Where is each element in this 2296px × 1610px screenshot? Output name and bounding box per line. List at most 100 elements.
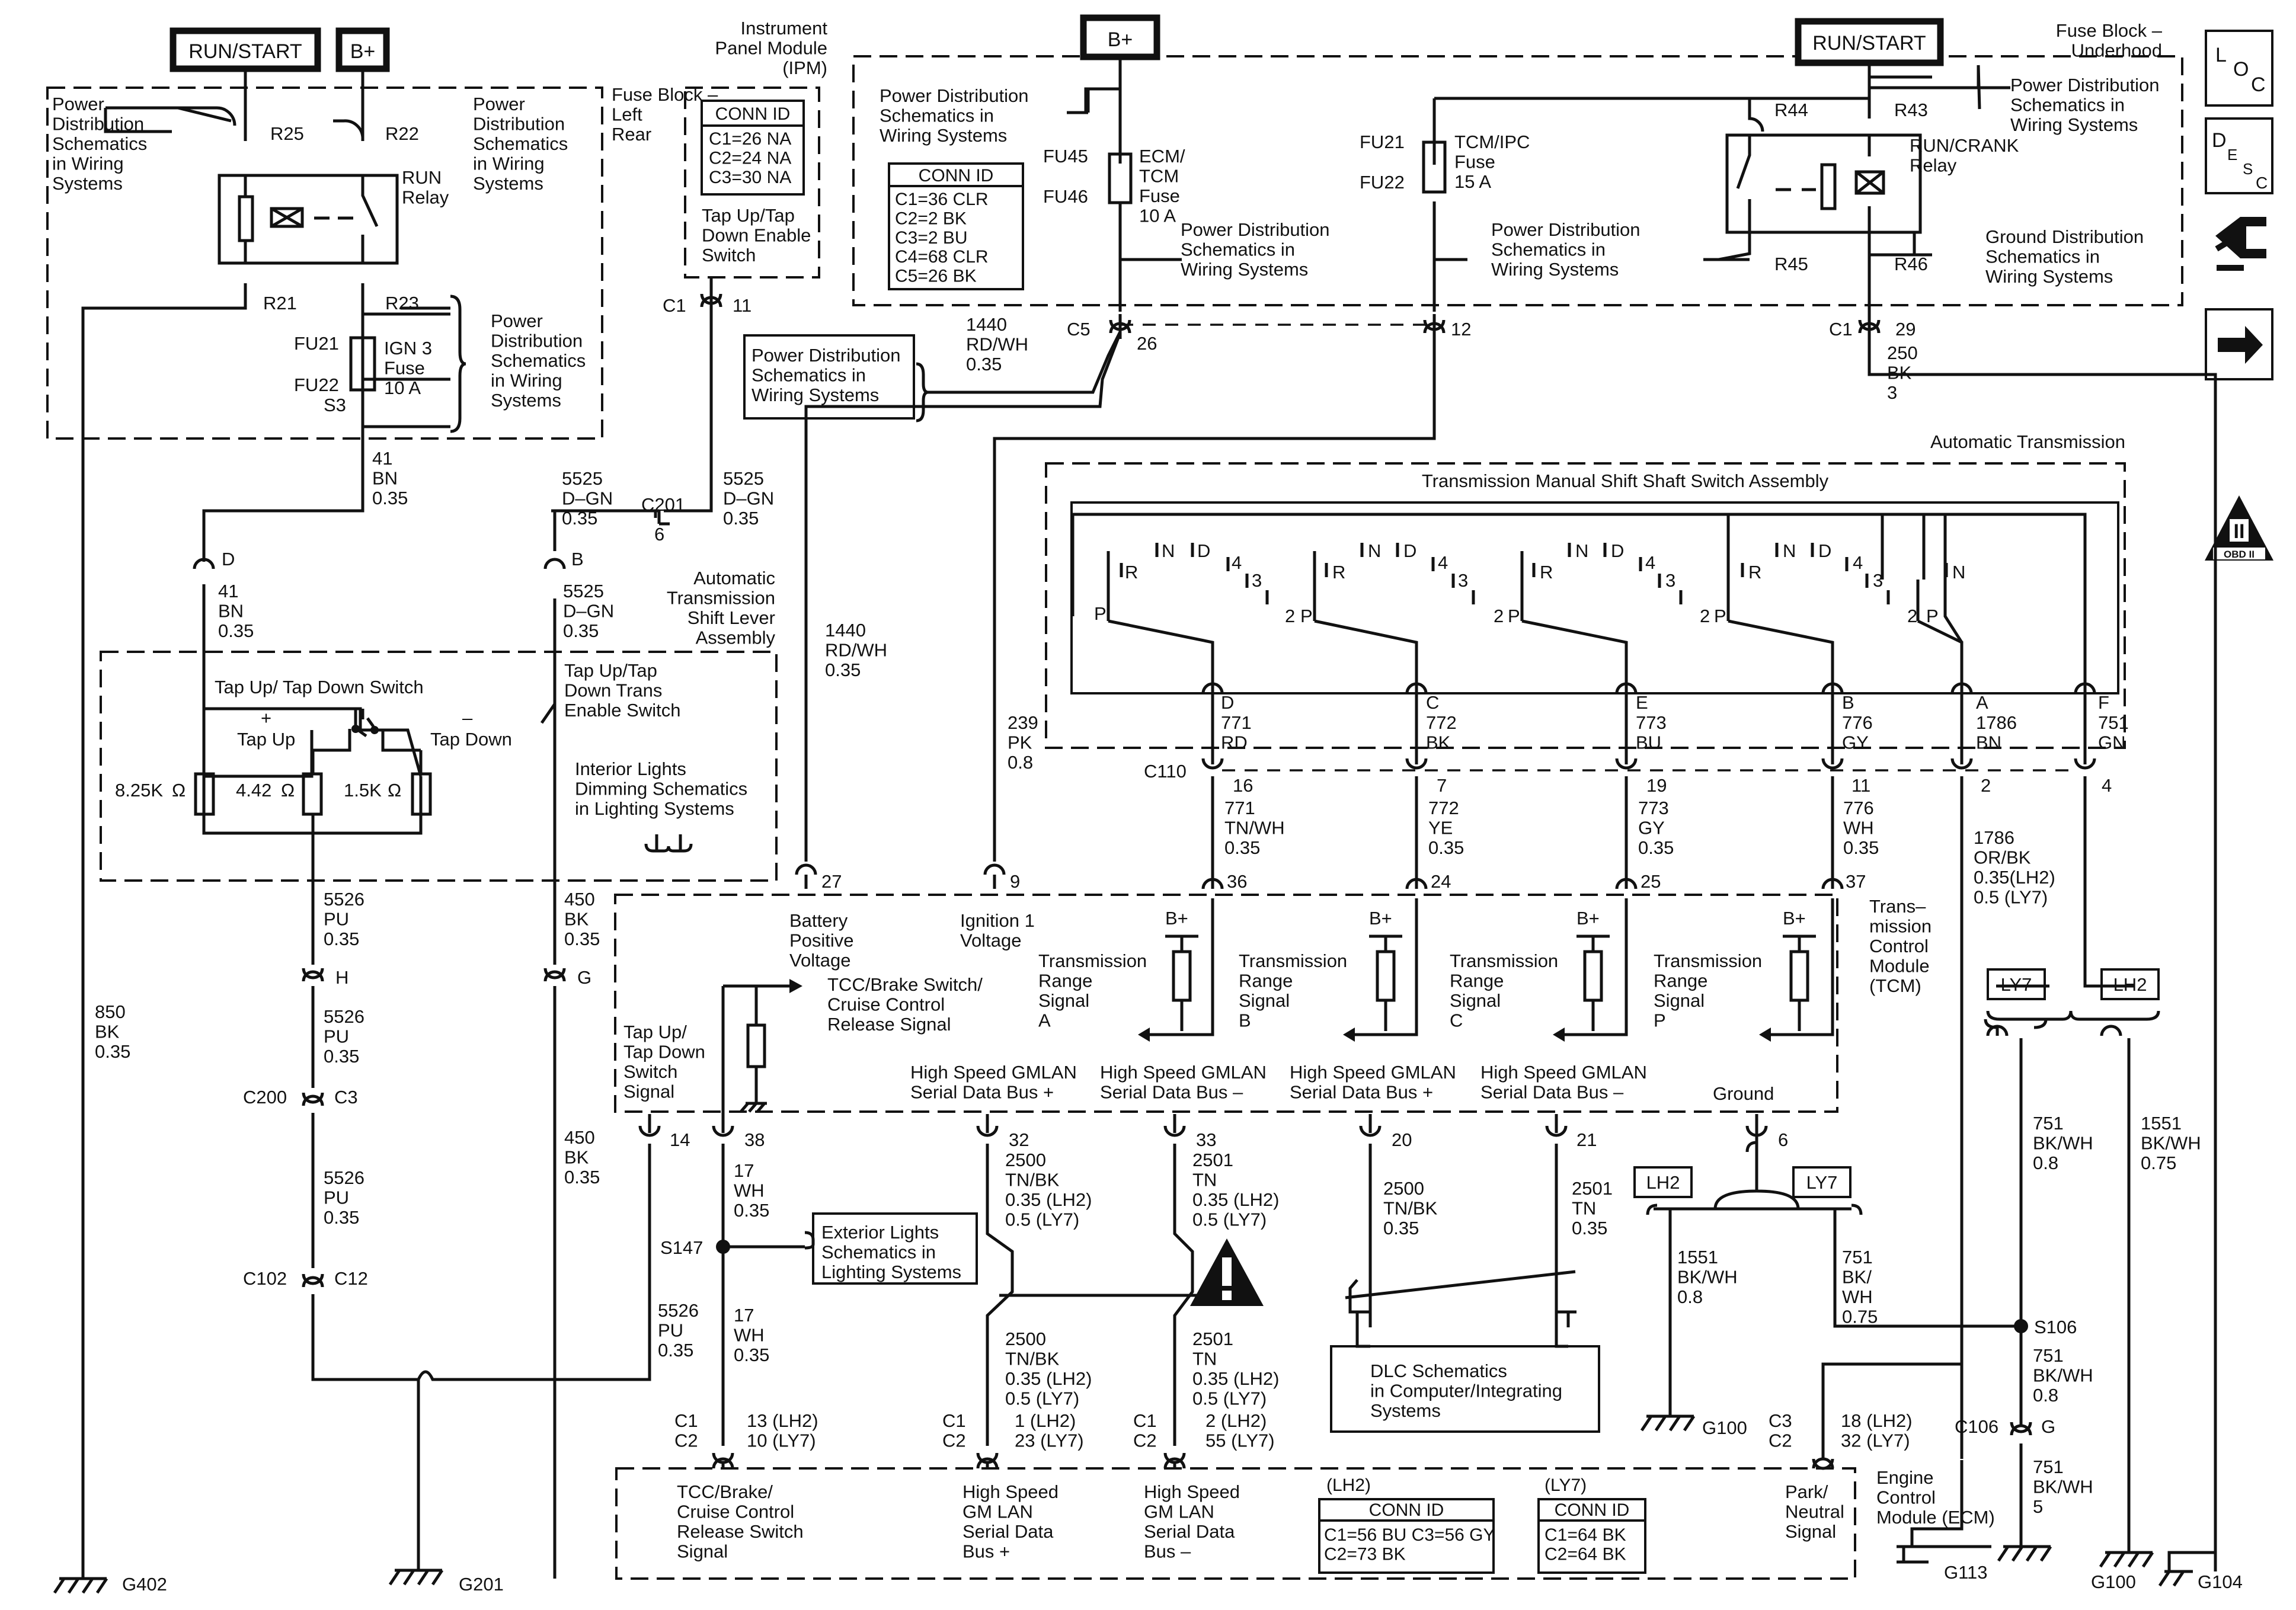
run-crank-coil (1820, 163, 1837, 210)
tap-switch-title: Tap Up/ Tap Down Switch (215, 677, 424, 697)
run-start-left-label: RUN/START (188, 40, 302, 63)
svg-text:D: D (2212, 129, 2227, 152)
ground-g100-b: G100 (2091, 1571, 2136, 1592)
c1-ipm-pin: 11 (733, 295, 752, 316)
automatic-transmission-outline (1045, 462, 2126, 749)
ground-g402: G402 (122, 1574, 167, 1595)
switch-assembly-title: Transmission Manual Shift Shaft Switch A… (1422, 470, 1829, 491)
ground-g100-a: G100 (1702, 1417, 1747, 1438)
ecm-conn-ly7-engine: (LY7) (1544, 1475, 1587, 1495)
switch-output-connectors (1201, 681, 2134, 1459)
switch-contact-f: F (2098, 692, 2109, 713)
engine-tag-lh2-b-box (1633, 1166, 1693, 1198)
fuse-conn-id-box (888, 162, 1024, 290)
svg-text:N: N (1783, 540, 1796, 561)
obd-ii-emissions-icon[interactable]: II OBD II (2205, 495, 2273, 561)
fuse-block-left-rear-outline (46, 87, 603, 440)
ecm-pins-3: 2 (LH2)55 (LY7) (1205, 1410, 1275, 1451)
conn-h-label: H (335, 967, 348, 988)
enable-switch-contact (540, 703, 557, 724)
c110-pin-4: 4 (2102, 775, 2112, 796)
conn-d-label: D (222, 549, 235, 569)
fuse-left-r21: R21 (263, 293, 297, 313)
svg-text:D: D (1197, 540, 1210, 561)
tap-switch-r1: 8.25K (115, 780, 163, 801)
svg-text:E: E (2227, 146, 2237, 164)
fuse-uh-fu22: FU22 (1360, 172, 1405, 193)
pin-12-label: 12 (1451, 319, 1471, 340)
run-crank-mark (1854, 170, 1885, 195)
switch-contact-b: B (1842, 692, 1854, 713)
svg-text:2: 2 (1285, 606, 1295, 626)
c110-pin-19: 19 (1646, 775, 1667, 796)
tap-switch-tap-up: Tap Up (237, 729, 295, 750)
svg-text:D: D (1403, 540, 1416, 561)
c201-label: C201 (641, 494, 685, 515)
engine-tag-lh2-b: LH2 (1646, 1172, 1680, 1193)
s147-label: S147 (660, 1237, 703, 1258)
exterior-lights-ref-box (812, 1212, 978, 1285)
tcm-ground-label: Ground (1713, 1083, 1774, 1104)
svg-text:S: S (2243, 160, 2253, 178)
c201-pin: 6 (654, 524, 664, 545)
fuse-uh-r43: R43 (1894, 100, 1928, 120)
tcm-pin-14: 14 (670, 1129, 690, 1150)
location-view-icon[interactable]: LOC (2205, 30, 2273, 107)
engine-tag-ly7-a-box (1987, 968, 2046, 1000)
c200-label: C200 (243, 1087, 287, 1108)
tcm-pin-6: 6 (1778, 1129, 1788, 1150)
pin-12-connector (1423, 319, 1446, 334)
conn-d-symbol (193, 558, 215, 569)
tap-switch-internals (194, 699, 432, 833)
svg-text:R: R (1125, 562, 1138, 582)
connector-view-icon[interactable] (2215, 217, 2266, 271)
bplus-left-box (335, 27, 390, 72)
ecm-conn-lh2-title: CONN ID (1369, 1500, 1444, 1520)
ecm-conn-ly7-box (1537, 1498, 1646, 1574)
ohm-glyph-3: Ω (388, 780, 401, 801)
tcm-outline (614, 894, 1838, 1113)
automatic-transmission-title: Automatic Transmission (1930, 431, 2125, 452)
caution-warning-icon[interactable] (1190, 1238, 1264, 1306)
svg-text:P: P (1094, 603, 1107, 624)
engine-tag-ly7-a: LY7 (2001, 974, 2032, 995)
c110-pin-7: 7 (1437, 775, 1447, 796)
ipm-conn-id-box (701, 100, 805, 196)
tcm-pin-38: 38 (744, 1129, 765, 1150)
next-page-arrow-icon[interactable] (2205, 308, 2273, 380)
conn-g-label: G (577, 967, 591, 988)
c201-connector-symbol (657, 511, 670, 526)
c3-label: C3 (334, 1087, 358, 1108)
ecm-pins-4: 18 (LH2)32 (LY7) (1841, 1410, 1913, 1451)
switch-contact-d: D (1221, 692, 1234, 713)
lower-wires (302, 960, 2131, 1579)
fuse-uh-fu46: FU46 (1043, 186, 1088, 207)
svg-text:4: 4 (1853, 552, 1863, 573)
tcm-pin-33: 33 (1196, 1129, 1216, 1150)
